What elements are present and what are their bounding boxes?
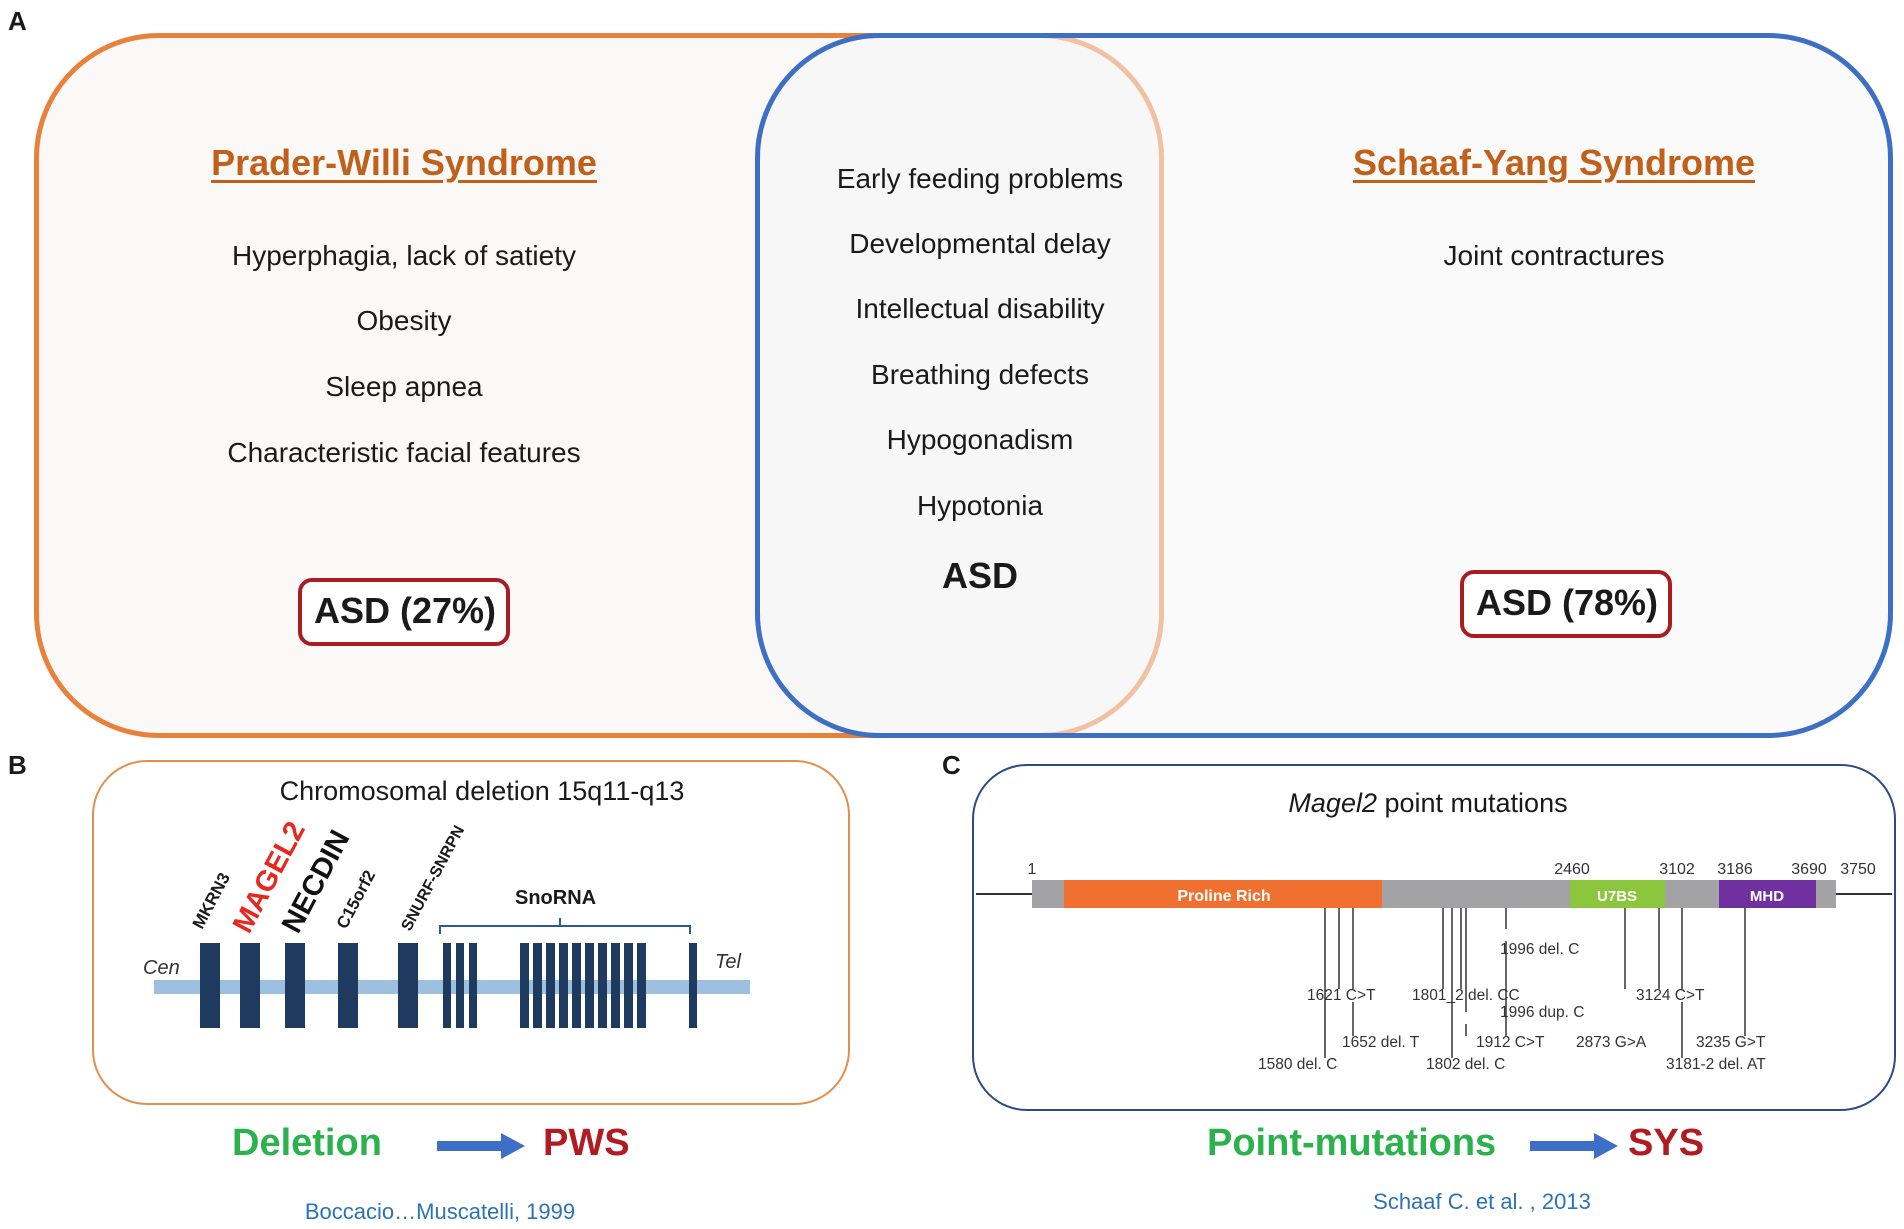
sys-title: Schaaf-Yang Syndrome [1352,142,1756,183]
gene-necdin [285,943,305,1028]
shared-feature-1: Early feeding problems [836,163,1124,194]
position-label: 3750 [1840,861,1876,878]
mutation-title-gene: Magel2 [1288,788,1377,818]
protein-diagram: Proline Rich U7BS MHD 1 2460 3102 3186 3… [976,861,1892,1073]
panel-letter-b: B [8,750,27,780]
deletion-arrow [437,1133,525,1159]
mutation-label: 1912 C>T [1476,1034,1545,1051]
point-mutations-label: Point-mutations [1207,1122,1497,1164]
position-label: 1 [1028,861,1037,878]
proline-rich-domain [1064,880,1382,908]
snorna-exon [469,943,477,1028]
gene-magel2 [240,943,260,1028]
pws-feature-1: Hyperphagia, lack of satiety [232,240,576,271]
snorna-label: SnoRNA [515,887,596,909]
pws-asd-badge: ASD (27%) [298,578,510,646]
mutation-title-rest: point mutations [1376,788,1568,818]
chromosome-title: Chromosomal deletion 15q11-q13 [279,776,685,806]
mhd-label: MHD [1750,888,1784,905]
pws-feature-4: Characteristic facial features [227,437,581,468]
mutation-box [972,764,1896,1111]
sys-circle-fill [760,38,1888,733]
mutation-label: 1801_2 del. CC [1412,987,1520,1004]
u7bs-label: U7BS [1597,888,1637,905]
citation-b: Boccacio…Muscatelli, 1999 [304,1199,576,1224]
shared-feature-3: Intellectual disability [855,293,1105,324]
sys-asd-badge: ASD (78%) [1460,570,1672,638]
mutation-title: Magel2 point mutations [1288,788,1567,819]
u7bs-domain [1570,880,1665,908]
proline-rich-label: Proline Rich [1177,888,1270,905]
mutation-label: 1621 C>T [1307,987,1376,1004]
pws-feature-3: Sleep apnea [325,371,483,402]
snorna-exon [533,943,542,1028]
snorna-exon [624,943,633,1028]
panel-letter-a: A [8,6,27,36]
chromosome-box [92,760,850,1105]
tel-label: Tel [715,951,742,973]
shared-feature-2: Developmental delay [849,228,1111,259]
citation-c: Schaaf C. et al. , 2013 [1373,1189,1591,1214]
snorna-exon [585,943,594,1028]
mutation-label: 3124 C>T [1636,987,1705,1004]
pws-title: Prader-Willi Syndrome [211,142,597,183]
shared-asd: ASD [941,555,1019,596]
pws-feature-2: Obesity [356,305,452,336]
mutation-label: 1802 del. C [1426,1056,1505,1073]
mhd-domain [1719,880,1816,908]
snorna-exon [520,943,529,1028]
gene-c15orf2 [338,943,358,1028]
shared-feature-6: Hypotonia [916,490,1044,521]
pws-label: PWS [543,1122,630,1164]
sys-feature-1: Joint contractures [1443,240,1665,271]
mutation-label: 1996 del. C [1500,941,1579,958]
snorna-exon [598,943,607,1028]
mutation-label: 2873 G>A [1576,1034,1647,1051]
snorna-exon [611,943,620,1028]
point-mutations-arrow [1530,1133,1618,1159]
chromosome-diagram: Cen Tel SnoRNA MKRN3 MAGEL2 NECDIN C15or… [143,817,750,1028]
panel-letter-c: C [942,750,961,780]
mutation-label: 3235 G>T [1696,1034,1766,1051]
gene-label-c15orf2: C15orf2 [333,867,379,932]
snorna-exon [559,943,568,1028]
mutation-label: 1652 del. T [1342,1034,1420,1051]
position-label: 3102 [1659,861,1695,878]
gene-mkrn3 [200,943,220,1028]
mutation-label: 1996 dup. C [1500,1004,1584,1021]
snorna-exon [443,943,451,1028]
mutation-labels: 1996 del. C 1621 C>T 1801_2 del. CC 3124… [1258,941,1766,1073]
shared-feature-5: Hypogonadism [886,424,1074,455]
snorna-exon [637,943,646,1028]
gene-snurf-snrpn [398,943,418,1028]
snorna-exon [546,943,555,1028]
cen-label: Cen [143,957,180,979]
snorna-bracket [439,925,691,934]
position-label: 3186 [1717,861,1753,878]
shared-feature-4: Breathing defects [871,359,1089,390]
gene-label-snurf-snrpn: SNURF-SNRPN [399,823,469,934]
mutation-label: 3181-2 del. AT [1666,1056,1766,1073]
snorna-exon [572,943,581,1028]
position-label: 2460 [1554,861,1590,878]
deletion-label: Deletion [232,1122,382,1164]
mutation-lines [1324,908,1746,1058]
snorna-exon [689,943,697,1028]
mutation-label: 1580 del. C [1258,1056,1337,1073]
position-label: 3690 [1791,861,1827,878]
sys-label: SYS [1628,1122,1705,1164]
snorna-exon [456,943,464,1028]
sys-circle [755,33,1893,738]
